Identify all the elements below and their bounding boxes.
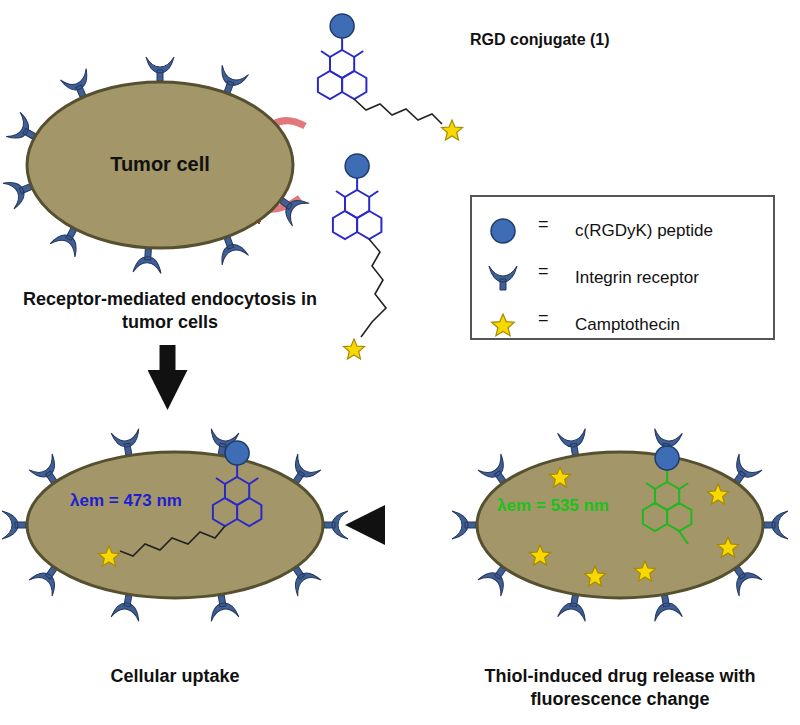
integrin-receptor [207,429,238,457]
legend-text: Integrin receptor [575,267,699,288]
camptothecin-star [442,120,463,140]
step-caption: Receptor-mediated endocytosis in tumor c… [20,288,320,333]
legend-sample [486,262,520,294]
step-caption: Thiol-induced drug release with fluoresc… [460,665,780,710]
bond [341,38,343,50]
legend-entry: c(RGDyK) peptide [472,215,773,247]
legend-sample [486,215,520,247]
ring [345,190,369,218]
integrin-receptor [651,593,683,621]
cell-text: λem = 535 nm [497,495,642,516]
cell-body [477,452,763,598]
receptor-shape [452,511,476,539]
equals-sign: = [538,307,549,330]
receptor-shape [207,429,238,457]
integrin-receptor [133,248,162,274]
equals-sign: = [538,260,549,283]
process-arrow [160,345,176,380]
integrin-receptor [324,511,348,539]
ring [330,50,354,78]
peptide-circle [345,154,369,178]
cell-node: λem = 473 nmCellular uptake [25,450,325,600]
carbonyl [354,51,363,57]
cell-text: λem = 473 nm [70,490,215,511]
linker-chain [354,99,442,124]
receptor-shape [146,57,174,81]
naphthalimide [333,178,382,239]
receptor-shape [651,593,683,621]
receptor-group [2,57,788,621]
step-caption: Cellular uptake [25,665,325,688]
legend-text: c(RGDyK) peptide [575,220,713,241]
receptor-shape [764,511,788,539]
receptor-shape [111,429,142,457]
naphthalimide [318,38,367,99]
camptothecin-star [492,314,515,336]
integrin-receptor [111,429,142,457]
integrin-receptor [558,593,590,621]
ring [333,211,357,239]
legend-text: Camptothecin [575,314,680,335]
cell-node: Tumor cellReceptor-mediated endocytosis … [25,80,295,250]
receptor-shape [133,248,162,274]
compound-label: RGD conjugate (1) [470,30,610,50]
integrin-receptor [111,593,142,621]
receptor-shape [651,429,683,457]
cell-outline [475,450,765,600]
legend-sample [486,309,520,341]
integrin-receptor [764,511,788,539]
integrin-receptor [2,511,26,539]
carbonyl [336,191,345,197]
integrin-receptor [207,593,238,621]
linker-chain [361,239,386,337]
camptothecin-star [344,339,365,359]
receptor-shape [558,593,590,621]
peptide-circle [330,14,354,38]
cell-node: λem = 535 nmThiol-induced drug release w… [475,450,765,600]
legend-entry: Camptothecin [472,309,773,341]
receptor-shape [207,593,238,621]
process-arrow [375,517,380,533]
carbonyl [369,191,378,197]
cell-outline [25,450,325,600]
carbonyl [321,51,330,57]
ring [342,71,366,99]
receptor-shape [558,429,590,457]
legend-box: c(RGDyK) peptideIntegrin receptorCamptot… [470,195,775,340]
integrin-receptor [651,429,683,457]
bond [356,178,358,190]
equals-sign: = [538,213,549,236]
receptor-shape [324,511,348,539]
receptor-shape [111,593,142,621]
ring [357,211,381,239]
integrin-receptor [558,429,590,457]
ring [318,71,342,99]
legend-entry: Integrin receptor [472,262,773,294]
integrin-receptor [452,511,476,539]
cell-body [27,452,323,598]
cell-text: Tumor cell [25,152,295,177]
peptide-circle [491,219,515,243]
receptor-shape [2,511,26,539]
receptor-shape [489,266,517,290]
integrin-receptor [146,57,174,81]
